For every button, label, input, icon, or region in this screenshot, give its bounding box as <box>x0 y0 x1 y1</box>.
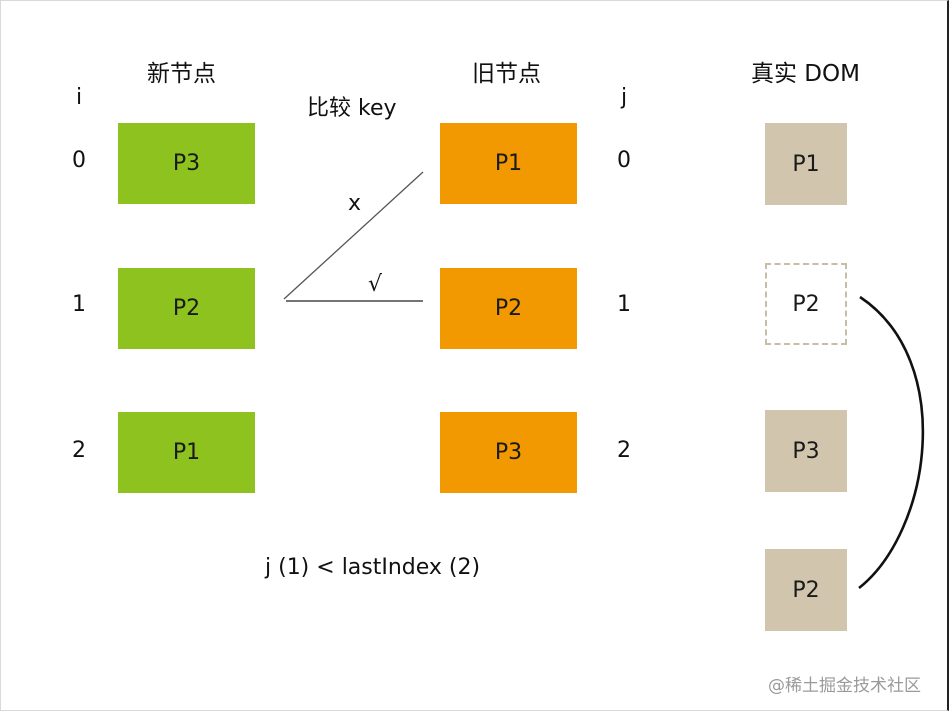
old-nodes-header: 旧节点 <box>472 61 541 87</box>
dom-node-label: P2 <box>792 291 820 317</box>
move-arc <box>858 295 925 590</box>
old-node-0: P1 <box>440 123 577 204</box>
dom-node-label: P3 <box>792 438 820 464</box>
dom-node-3: P2 <box>765 549 847 631</box>
dom-node-label: P1 <box>792 151 820 177</box>
new-node-2: P1 <box>118 412 255 493</box>
new-node-label: P2 <box>172 296 201 321</box>
old-node-label: P3 <box>494 440 523 465</box>
j-value-2: 2 <box>617 438 631 463</box>
dom-node-2: P3 <box>765 410 847 492</box>
new-node-label: P3 <box>172 151 201 176</box>
dom-node-label: P2 <box>792 577 820 603</box>
new-nodes-header: 新节点 <box>147 61 216 87</box>
old-node-label: P2 <box>494 296 523 321</box>
new-node-1: P2 <box>118 268 255 349</box>
dom-node-placeholder: P2 <box>765 263 847 345</box>
i-value-0: 0 <box>72 148 86 173</box>
index-j-label: j <box>621 85 628 110</box>
old-node-1: P2 <box>440 268 577 349</box>
condition-text: j (1) < lastIndex (2) <box>265 555 481 580</box>
match-mark: √ <box>368 272 383 297</box>
mismatch-line <box>283 171 424 300</box>
mismatch-mark: x <box>348 191 362 216</box>
i-value-2: 2 <box>72 438 86 463</box>
new-node-0: P3 <box>118 123 255 204</box>
dom-node-0: P1 <box>765 123 847 205</box>
i-value-1: 1 <box>72 292 86 317</box>
j-value-1: 1 <box>617 292 631 317</box>
index-i-label: i <box>76 85 83 110</box>
compare-key-label: 比较 key <box>307 96 397 121</box>
real-dom-header: 真实 DOM <box>751 61 860 87</box>
old-node-2: P3 <box>440 412 577 493</box>
new-node-label: P1 <box>172 440 201 465</box>
watermark: @稀土掘金技术社区 <box>768 676 921 696</box>
j-value-0: 0 <box>617 148 631 173</box>
old-node-label: P1 <box>494 151 523 176</box>
